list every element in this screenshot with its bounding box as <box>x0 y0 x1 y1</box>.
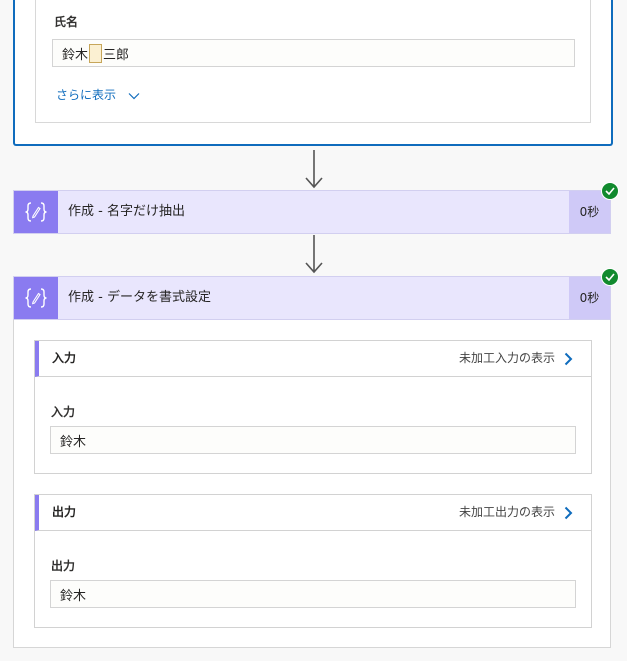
compose-action-icon <box>14 277 58 319</box>
show-more-link[interactable]: さらに表示 <box>56 86 140 103</box>
trigger-output-panel: 氏名 鈴木三郎 さらに表示 <box>35 0 591 123</box>
flow-arrow-icon <box>304 150 324 194</box>
success-check-icon <box>601 182 619 200</box>
action-title: 作成 - 名字だけ抽出 <box>68 204 185 219</box>
chevron-right-icon <box>564 506 573 519</box>
chevron-right-icon <box>564 352 573 365</box>
action-duration: 0秒 <box>569 277 610 319</box>
show-more-label: さらに表示 <box>56 88 117 102</box>
fullwidth-space-marker <box>89 44 103 63</box>
compose-action-icon <box>14 191 58 233</box>
outputs-header: 出力 未加工出力の表示 <box>35 495 591 531</box>
field-label-name: 氏名 <box>54 15 79 29</box>
name-value-first: 鈴木 <box>62 48 89 63</box>
inputs-header: 入力 未加工入力の表示 <box>35 341 591 377</box>
action-compose-format-data[interactable]: 作成 - データを書式設定 0秒 <box>13 276 611 320</box>
name-value-field: 鈴木三郎 <box>52 39 575 67</box>
action-compose-extract-surname[interactable]: 作成 - 名字だけ抽出 0秒 <box>13 190 611 234</box>
inputs-field-label: 入力 <box>51 405 76 419</box>
action-duration: 0秒 <box>569 191 610 233</box>
action-title: 作成 - データを書式設定 <box>68 290 211 305</box>
show-raw-outputs-label: 未加工出力の表示 <box>458 505 555 519</box>
show-raw-inputs-link[interactable]: 未加工入力の表示 <box>459 341 573 376</box>
outputs-value-field: 鈴木 <box>50 580 576 608</box>
outputs-field-label: 出力 <box>51 559 76 573</box>
flow-arrow-icon <box>304 235 324 279</box>
show-raw-inputs-label: 未加工入力の表示 <box>458 351 555 365</box>
action-details-panel: 入力 未加工入力の表示 入力 鈴木 出力 未加工出力の表示 出力 鈴木 <box>13 320 611 648</box>
inputs-section: 入力 未加工入力の表示 入力 鈴木 <box>34 340 592 474</box>
outputs-section: 出力 未加工出力の表示 出力 鈴木 <box>34 494 592 628</box>
inputs-value-field: 鈴木 <box>50 426 576 454</box>
trigger-card[interactable]: 氏名 鈴木三郎 さらに表示 <box>13 0 613 146</box>
inputs-header-label: 入力 <box>52 351 77 365</box>
name-value-last: 三郎 <box>103 48 130 63</box>
show-raw-outputs-link[interactable]: 未加工出力の表示 <box>459 495 573 530</box>
success-check-icon <box>601 268 619 286</box>
outputs-header-label: 出力 <box>52 505 77 519</box>
chevron-down-icon <box>128 89 140 103</box>
